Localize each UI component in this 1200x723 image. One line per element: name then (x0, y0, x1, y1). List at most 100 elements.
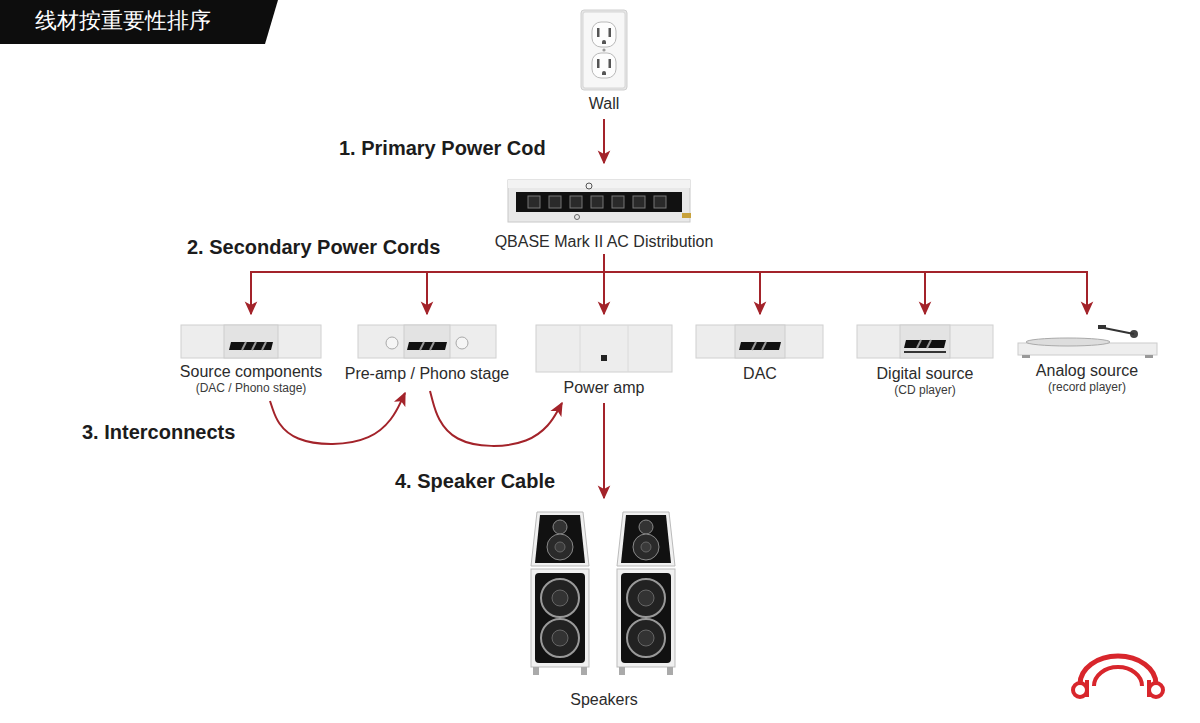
component-label: Pre-amp / Phono stage (345, 364, 510, 383)
speaker-left (531, 512, 589, 675)
component-label: DAC (743, 364, 777, 383)
preamp-unit (430, 342, 434, 350)
brand-logo (1094, 667, 1142, 686)
wall-outlet (609, 59, 612, 68)
turntable (1022, 355, 1030, 358)
cable-arrow (603, 403, 605, 498)
turntable (1104, 328, 1134, 334)
preamp-unit (420, 342, 424, 350)
wall-outlet (592, 22, 616, 47)
interconnect-arrow (430, 391, 562, 446)
preamp-unit (358, 325, 496, 358)
component-label: Speakers (570, 690, 638, 709)
speaker-left (535, 515, 585, 563)
power-cord-arrow (604, 254, 760, 314)
brand-logo (1073, 683, 1087, 697)
speaker-left (531, 512, 589, 566)
brand-logo (1085, 680, 1089, 697)
title-banner (0, 0, 278, 44)
component-label: QBASE Mark II AC Distribution (495, 232, 714, 251)
power-cord-arrow (604, 254, 925, 314)
dac-unit (739, 342, 781, 350)
source-component-unit (262, 342, 266, 350)
brand-logo (1149, 683, 1163, 697)
qbase-distribution-unit (570, 196, 582, 208)
turntable (1026, 338, 1110, 346)
speaker-right (638, 630, 654, 646)
wall-outlet (581, 10, 627, 90)
power-amp-unit (580, 325, 581, 372)
speaker-right (639, 520, 653, 534)
component-label: Digital source (877, 364, 974, 383)
wall-outlet (581, 10, 627, 90)
speaker-left (581, 667, 587, 675)
component-sublabel: (record player) (1048, 380, 1126, 395)
wall-outlet (597, 59, 600, 68)
source-component-unit (181, 325, 321, 358)
power-cord-arrow (604, 254, 1087, 314)
cd-player-unit (917, 340, 921, 348)
interconnect-arrow (270, 393, 405, 444)
speaker-left (553, 520, 567, 534)
dac-unit (752, 342, 756, 350)
turntable (1145, 355, 1153, 358)
speaker-left (541, 579, 579, 617)
step-label: 1. Primary Power Cod (337, 136, 548, 160)
step-label: 2. Secondary Power Cords (185, 235, 442, 259)
preamp-unit (386, 337, 398, 349)
turntable (1098, 325, 1106, 329)
cable-arrow (603, 119, 605, 163)
qbase-distribution-unit (633, 196, 645, 208)
component-label: Wall (589, 94, 620, 113)
speaker-right (627, 619, 665, 657)
qbase-distribution-unit (528, 196, 540, 208)
qbase-distribution-unit (591, 196, 603, 208)
preamp-unit (456, 337, 468, 349)
cd-player-unit (927, 340, 931, 348)
step-label: 3. Interconnects (80, 420, 237, 444)
wall-outlet (602, 71, 606, 75)
speaker-left (541, 619, 579, 657)
page-title: 线材按重要性排序 (35, 5, 211, 37)
brand-logo (1080, 656, 1156, 684)
component-node: Power amp (529, 316, 679, 397)
qbase-distribution-unit (508, 180, 690, 188)
distribution-node: QBASE Mark II AC Distribution (474, 165, 734, 251)
wall-outlet (602, 40, 606, 44)
step-label: 4. Speaker Cable (393, 469, 557, 493)
power-amp-unit (601, 355, 607, 361)
power-amp-unit (536, 325, 672, 372)
dac-unit (735, 325, 785, 358)
qbase-distribution-unit (586, 183, 592, 189)
brand-logo (1147, 680, 1151, 697)
speakers-node: Speakers (519, 500, 689, 709)
cd-player-unit (904, 340, 946, 348)
power-cord-arrow (427, 254, 604, 314)
speaker-left (535, 573, 585, 663)
cd-player-unit (900, 325, 950, 358)
component-node: Source components(DAC / Phono stage) (166, 316, 336, 396)
power-amp-unit (536, 325, 672, 372)
qbase-distribution-unit (508, 180, 691, 222)
component-label: Power amp (564, 378, 645, 397)
component-node: DAC (695, 316, 825, 383)
speaker-left (555, 542, 565, 552)
wall-outlet (583, 12, 625, 88)
speaker-left (547, 534, 573, 560)
speaker-left (531, 569, 589, 667)
turntable (1018, 325, 1157, 358)
wall-outlet (609, 28, 612, 37)
qbase-distribution-unit (575, 215, 580, 220)
qbase-distribution-unit (654, 196, 666, 208)
speaker-left (552, 630, 568, 646)
preamp-unit (407, 342, 447, 350)
component-label: Source components (180, 362, 322, 381)
speaker-left (533, 667, 539, 675)
speaker-right (621, 515, 671, 563)
wall-outlet-node: Wall (559, 8, 649, 113)
speaker-right (633, 534, 659, 560)
preamp-unit (358, 325, 496, 358)
component-label: Analog source (1036, 361, 1138, 380)
component-node: Pre-amp / Phono stage (341, 316, 514, 383)
